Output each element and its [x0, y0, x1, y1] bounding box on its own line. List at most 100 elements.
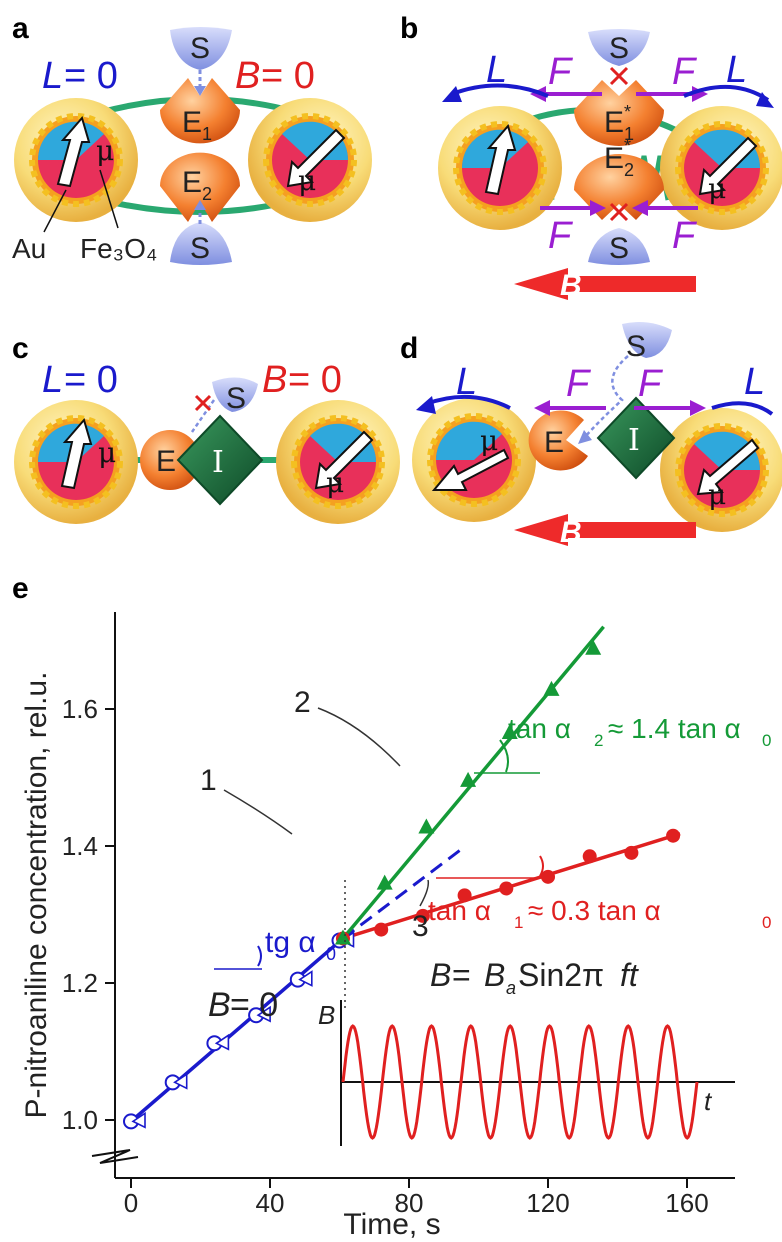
- series-3-point: [541, 869, 555, 884]
- y-tick-label: 1.6: [62, 694, 98, 724]
- svg-text:Sin2π: Sin2π: [518, 957, 604, 993]
- y-ticks: 1.01.21.41.6: [62, 694, 115, 1135]
- series-3-point: [415, 908, 430, 923]
- substrate: [622, 322, 672, 358]
- svg-text:E: E: [182, 166, 202, 199]
- x-tick-label: 120: [526, 1188, 569, 1218]
- series-3-point: [582, 849, 597, 864]
- data-markers: [123, 639, 681, 1130]
- svg-text:a: a: [506, 978, 516, 998]
- svg-text:F: F: [566, 363, 591, 405]
- x-axis-label: Time, s: [343, 1208, 440, 1241]
- svg-text:0: 0: [762, 913, 771, 932]
- series-2-point: [460, 771, 477, 787]
- magnetic-nanoparticle-right: μ: [276, 400, 400, 524]
- svg-text:B: B: [484, 957, 505, 993]
- svg-text:2: 2: [594, 731, 603, 750]
- y-tick-label: 1.0: [62, 1105, 98, 1135]
- svg-text:B: B: [430, 957, 451, 993]
- svg-text:μ: μ: [480, 424, 498, 457]
- substrate-bottom: [588, 228, 650, 265]
- series-2-point: [501, 723, 518, 739]
- B-zero-label: = 0: [261, 55, 315, 97]
- mu-label: μ: [298, 164, 316, 197]
- panel-c: c L = 0 B = 0 μ μ E I S: [12, 332, 400, 524]
- svg-text:≈ 0.3 tan α: ≈ 0.3 tan α: [528, 895, 661, 926]
- series-1-point-alt: [214, 1033, 230, 1051]
- series-3-point: [499, 881, 514, 896]
- substrate-bottom: S: [170, 222, 232, 265]
- series-2-point: [376, 874, 393, 890]
- series-3-point: [624, 845, 639, 860]
- magnetic-nanoparticle-left: [438, 106, 562, 230]
- svg-text:1: 1: [514, 913, 523, 932]
- svg-text:L: L: [456, 361, 477, 403]
- svg-text:B: B: [560, 516, 582, 549]
- svg-text:≈ 1.4 tan α: ≈ 1.4 tan α: [608, 713, 741, 744]
- svg-text:E: E: [544, 426, 564, 459]
- svg-text:= 0: = 0: [288, 359, 342, 401]
- magnetite-core-label: Fe₃O₄: [80, 233, 157, 264]
- series-1-point-alt: [173, 1072, 188, 1090]
- svg-text:L: L: [726, 49, 747, 91]
- svg-text:μ: μ: [98, 436, 116, 469]
- svg-text:=: =: [452, 957, 471, 993]
- series-3-point: [457, 888, 472, 903]
- B-zero-label: = 0: [230, 986, 278, 1024]
- svg-text:= 0: = 0: [64, 359, 118, 401]
- panel-b: b μ E 1 * E 2 * S S: [400, 12, 782, 302]
- svg-text:I: I: [628, 423, 640, 458]
- svg-text:S: S: [226, 382, 246, 415]
- panel-d: d μ μ E I S F F L L: [400, 322, 782, 549]
- svg-text:μ: μ: [708, 172, 726, 205]
- svg-text:0: 0: [762, 731, 771, 750]
- substrate-top: S: [170, 27, 232, 70]
- x-tick-label: 0: [124, 1188, 138, 1218]
- svg-text:E: E: [604, 142, 624, 175]
- svg-text:0: 0: [326, 944, 336, 964]
- svg-text:tan α: tan α: [508, 713, 571, 744]
- mu-label: μ: [96, 134, 114, 167]
- force-arrows: [534, 400, 706, 416]
- svg-text:S: S: [609, 32, 629, 65]
- curve-3-label: 3: [412, 910, 429, 943]
- svg-text:1: 1: [624, 124, 634, 144]
- svg-text:L: L: [42, 359, 63, 401]
- B-zero-sym: B: [208, 986, 231, 1024]
- svg-text:tan α: tan α: [428, 895, 491, 926]
- tan-alpha1-annotation: tan α 1 ≈ 0.3 tan α 0: [428, 855, 771, 932]
- svg-text:2: 2: [202, 184, 212, 204]
- svg-text:tg α: tg α: [265, 926, 316, 959]
- x-tick-label: 40: [256, 1188, 285, 1218]
- L-zero-label: = 0: [64, 55, 118, 97]
- series-2-point: [543, 680, 560, 696]
- series-1-point-alt: [298, 970, 313, 987]
- magnetic-nanoparticle-left: μ: [412, 398, 536, 522]
- svg-text:ft: ft: [620, 957, 639, 993]
- y-axis-label: P-nitroaniline concentration, rel.u.: [20, 672, 53, 1119]
- svg-text:*: *: [624, 102, 631, 122]
- B-symbol: B: [235, 55, 260, 97]
- tg-alpha0-annotation: tg α 0: [214, 926, 336, 970]
- svg-text:1: 1: [202, 124, 212, 144]
- panel-letter: b: [400, 12, 418, 45]
- panel-a: a L = 0 B = 0 μ μ E 1 E 2: [12, 12, 372, 265]
- x-tick-label: 80: [395, 1188, 424, 1218]
- svg-text:S: S: [190, 232, 210, 265]
- magnetic-nanoparticle-right: μ: [660, 408, 782, 532]
- svg-text:F: F: [638, 363, 663, 405]
- axis-break-icon: [91, 1149, 139, 1164]
- svg-text:S: S: [626, 330, 646, 363]
- svg-text:B: B: [262, 359, 287, 401]
- svg-text:F: F: [672, 51, 697, 93]
- series-2-point: [585, 639, 602, 655]
- svg-text:S: S: [190, 32, 210, 65]
- enzyme-E2: E 2: [160, 152, 240, 222]
- magnetic-nanoparticle-right: μ: [248, 98, 372, 222]
- series-1-point-alt: [131, 1111, 146, 1129]
- series-3-point: [666, 828, 681, 843]
- inhibitor-I: [596, 396, 676, 480]
